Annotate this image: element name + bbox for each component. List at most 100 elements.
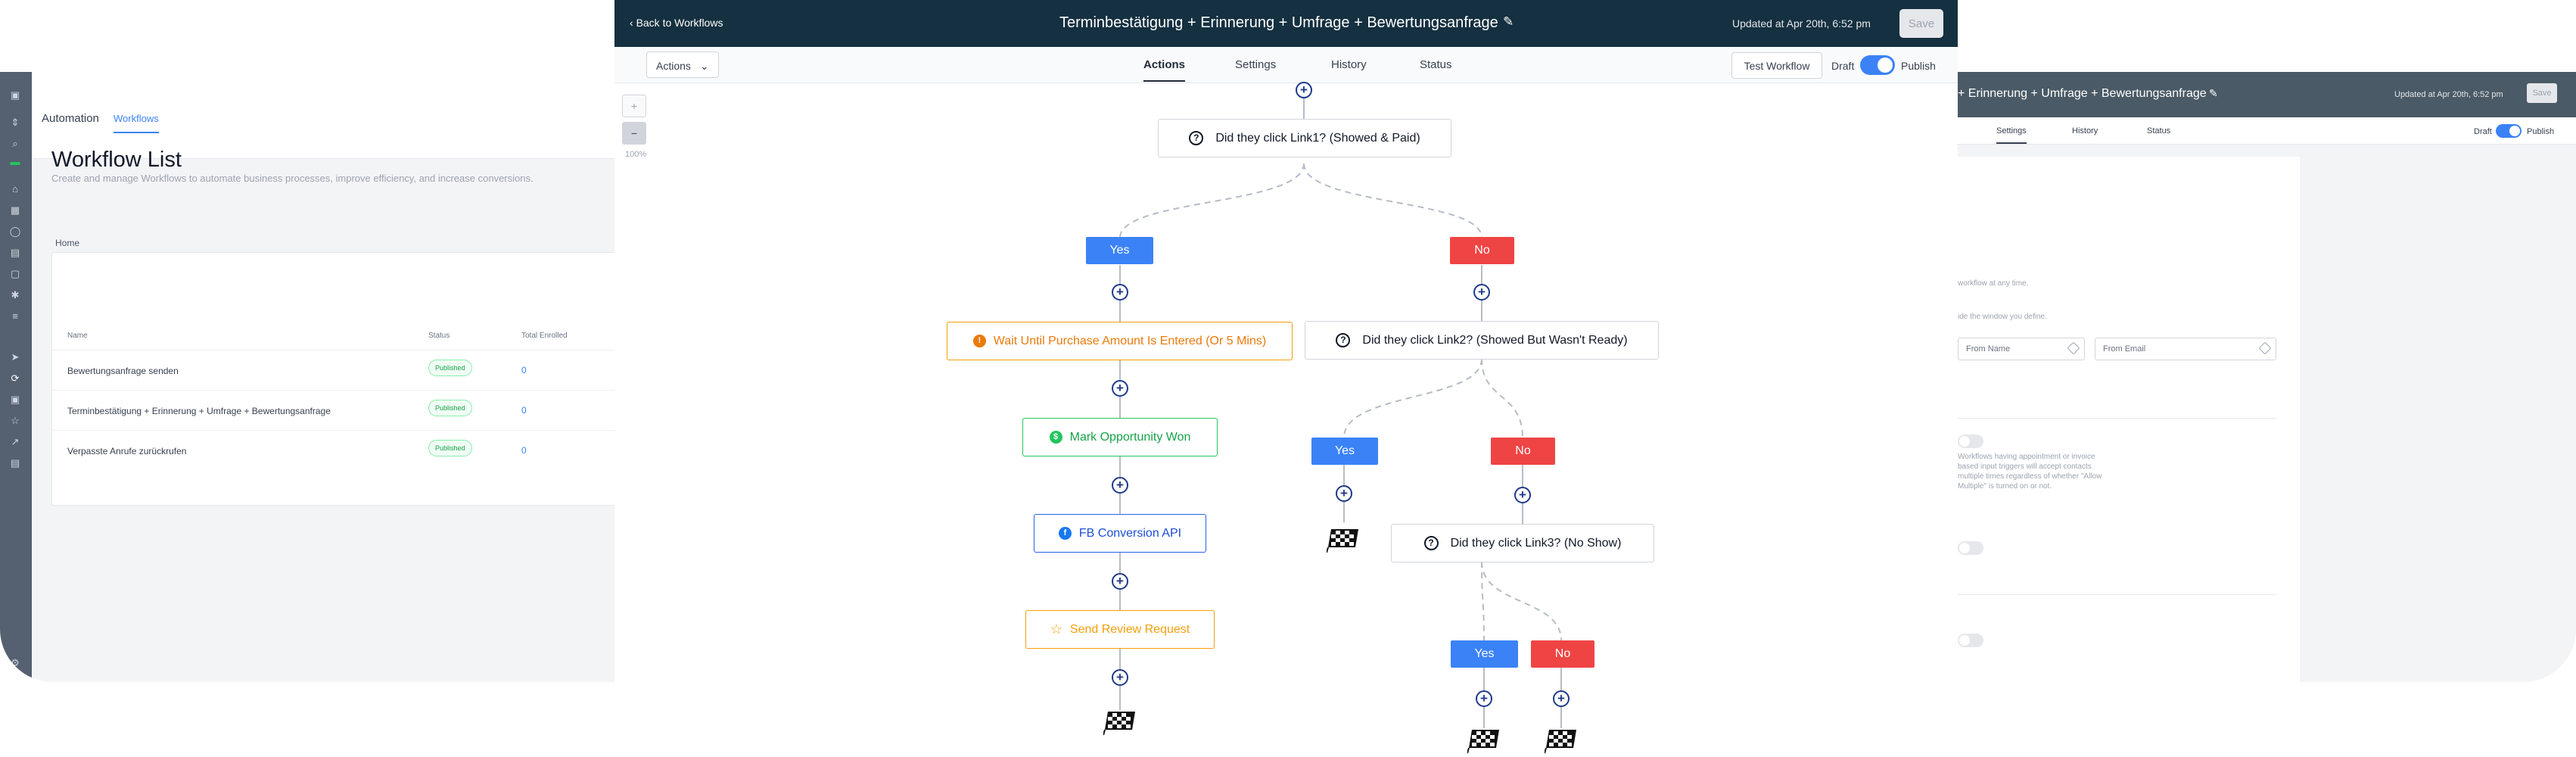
zoom-in-button[interactable]: + — [622, 95, 646, 117]
reputation-icon[interactable]: ☆ — [11, 415, 20, 426]
settings-toggle[interactable] — [1958, 634, 1983, 647]
add-step-button[interactable]: + — [1553, 690, 1570, 707]
contacts-icon[interactable]: ▢ — [10, 268, 20, 279]
connector — [1481, 561, 1485, 641]
calendar-icon[interactable]: ▤ — [10, 247, 20, 258]
payments-icon[interactable]: ≡ — [12, 310, 18, 322]
settings-save-button[interactable]: Save — [2527, 83, 2557, 103]
automation-icon[interactable]: ⟳ — [11, 372, 20, 384]
node-label: Wait Until Purchase Amount Is Entered (O… — [993, 334, 1267, 347]
row-name[interactable]: Verpasste Anrufe zurückrufen — [67, 446, 187, 456]
end-flag-icon — [1545, 730, 1576, 754]
opportunities-icon[interactable]: ✱ — [11, 289, 20, 301]
actions-dropdown[interactable]: Actions ⌄ — [646, 51, 719, 78]
tab-history[interactable]: History — [1331, 58, 1367, 71]
app-marketplace-icon[interactable]: ▤ — [10, 457, 20, 469]
tab-status[interactable]: Status — [2147, 126, 2171, 136]
tab-workflows[interactable]: Workflows — [114, 113, 159, 133]
settings-gear-icon[interactable]: ⚙ — [11, 657, 20, 668]
add-step-button[interactable]: + — [1112, 284, 1128, 301]
col-name: Name — [67, 332, 88, 340]
draft-label: Draft — [1831, 60, 1855, 72]
add-step-button[interactable]: + — [1476, 690, 1492, 707]
node-label: Did they click Link1? (Showed & Paid) — [1215, 131, 1420, 145]
settings-workflow-title: + Erinnerung + Umfrage + Bewertungsanfra… — [1958, 87, 2207, 100]
reporting-icon[interactable]: ↗ — [11, 436, 20, 447]
branch-yes[interactable]: Yes — [1451, 640, 1518, 668]
tab-settings[interactable]: Settings — [1235, 58, 1277, 71]
from-email-placeholder: From Email — [2103, 344, 2146, 354]
chevron-left-icon: ‹ — [630, 17, 636, 29]
quick-action-icon[interactable]: ▬ — [10, 156, 20, 167]
settings-toggle[interactable] — [1958, 435, 1983, 448]
table-row[interactable]: Verpasste Anrufe zurückrufen Published 0 — [52, 430, 614, 470]
settings-tabbar: Settings History Status Draft Publish — [1958, 117, 2576, 145]
condition-node-link1[interactable]: ?Did they click Link1? (Showed & Paid) — [1158, 119, 1451, 157]
publish-toggle[interactable] — [2496, 124, 2522, 138]
condition-node-link3[interactable]: ?Did they click Link3? (No Show) — [1391, 524, 1654, 562]
question-icon: ? — [1336, 333, 1351, 347]
condition-node-link2[interactable]: ?Did they click Link2? (Showed But Wasn'… — [1305, 321, 1659, 360]
table-row[interactable]: Terminbestätigung + Erinnerung + Umfrage… — [52, 390, 614, 430]
row-enrolled[interactable]: 0 — [521, 445, 527, 456]
branch-no[interactable]: No — [1491, 438, 1555, 465]
publish-toggle[interactable] — [1860, 55, 1895, 75]
from-name-input[interactable]: From Name — [1958, 338, 2085, 360]
conversations-icon[interactable]: ◯ — [9, 226, 21, 237]
settings-toggle[interactable] — [1958, 541, 1983, 555]
tab-history[interactable]: History — [2072, 126, 2098, 136]
tag-icon[interactable] — [2258, 341, 2272, 355]
tag-icon[interactable] — [2067, 341, 2080, 355]
col-enrolled: Total Enrolled — [521, 332, 568, 340]
col-status: Status — [428, 332, 450, 340]
sites-icon[interactable]: ▣ — [10, 394, 20, 405]
note-line: Multiple" is turned on or not. — [1958, 482, 2052, 491]
row-name[interactable]: Bewertungsanfrage senden — [67, 366, 179, 376]
location-switch-icon[interactable]: ⇕ — [11, 117, 20, 128]
edit-title-icon[interactable]: ✎ — [1503, 14, 1514, 29]
save-button[interactable]: Save — [1899, 9, 1943, 38]
settings-text: ide the window you define. — [1958, 313, 2047, 321]
add-step-button[interactable]: + — [1514, 487, 1531, 503]
breadcrumb-home[interactable]: Home — [55, 238, 80, 248]
add-step-button[interactable]: + — [1473, 284, 1490, 301]
row-enrolled[interactable]: 0 — [521, 365, 527, 375]
wait-node[interactable]: !Wait Until Purchase Amount Is Entered (… — [947, 322, 1293, 360]
branch-no[interactable]: No — [1450, 237, 1514, 264]
marketing-icon[interactable]: ➤ — [11, 351, 20, 363]
connector-lines — [1119, 97, 1562, 728]
add-step-button[interactable]: + — [1112, 380, 1128, 397]
settings-panel: + Erinnerung + Umfrage + Bewertungsanfra… — [1958, 72, 2576, 682]
add-step-button[interactable]: + — [1336, 485, 1352, 502]
back-label: Back to Workflows — [636, 17, 723, 29]
mark-opportunity-won-node[interactable]: $Mark Opportunity Won — [1022, 418, 1218, 456]
dashboard-icon[interactable]: ▦ — [10, 204, 20, 216]
add-step-button[interactable]: + — [1112, 477, 1128, 494]
branch-yes[interactable]: Yes — [1311, 438, 1378, 465]
branch-no[interactable]: No — [1531, 640, 1594, 668]
branch-yes[interactable]: Yes — [1086, 237, 1153, 264]
launchpad-icon[interactable]: ⌂ — [12, 183, 18, 195]
table-row[interactable]: Bewertungsanfrage senden Published 0 — [52, 350, 614, 390]
node-label: Did they click Link3? (No Show) — [1450, 536, 1622, 550]
settings-updated-time: Updated at Apr 20th, 6:52 pm — [2394, 90, 2503, 99]
from-email-input[interactable]: From Email — [2095, 338, 2276, 360]
zoom-out-button[interactable]: − — [622, 122, 646, 145]
add-step-button[interactable]: + — [1112, 573, 1128, 590]
back-to-workflows-link[interactable]: ‹ Back to Workflows — [630, 17, 723, 29]
tab-status[interactable]: Status — [1420, 58, 1452, 71]
add-step-button[interactable]: + — [1296, 82, 1312, 98]
tab-actions[interactable]: Actions — [1143, 58, 1186, 82]
tab-automation[interactable]: Automation — [42, 112, 99, 125]
search-icon[interactable]: ⌕ — [12, 138, 18, 149]
edit-title-icon[interactable]: ✎ — [2209, 87, 2218, 99]
node-label: Send Review Request — [1069, 622, 1190, 636]
tab-settings[interactable]: Settings — [1996, 126, 2027, 144]
row-enrolled[interactable]: 0 — [521, 405, 527, 416]
facebook-icon: f — [1058, 527, 1072, 540]
send-review-request-node[interactable]: ☆Send Review Request — [1025, 610, 1215, 649]
add-step-button[interactable]: + — [1112, 669, 1128, 686]
test-workflow-button[interactable]: Test Workflow — [1731, 52, 1822, 79]
row-name[interactable]: Terminbestätigung + Erinnerung + Umfrage… — [67, 406, 331, 416]
